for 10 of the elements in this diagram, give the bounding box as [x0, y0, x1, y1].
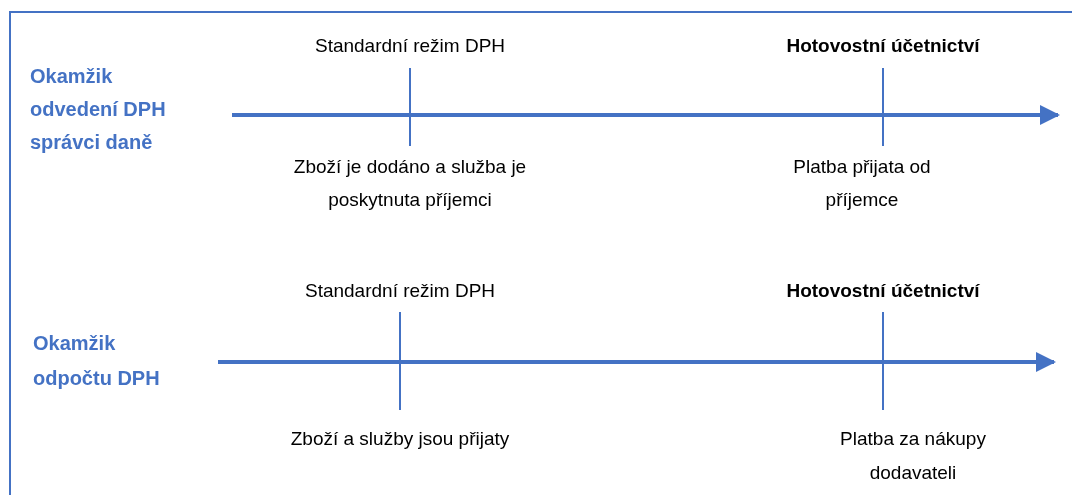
event-description: Zboží a služby jsou přijaty — [290, 427, 510, 451]
timeline-label: Standardní režim DPH — [303, 279, 497, 303]
row-heading: Okamžik odpočtu DPH — [33, 331, 161, 391]
row-heading: Okamžik odvedení DPH správci daně — [30, 64, 167, 155]
event-description: Zboží je dodáno a služba je poskytnuta příjemci — [292, 155, 528, 212]
event-description: Platba za nákupy dodavateli — [839, 427, 987, 485]
timeline-label: Hotovostní účetnictví — [785, 279, 981, 303]
timeline-label: Standardní režim DPH — [313, 34, 507, 58]
event-description: Platba přijata od příjemce — [792, 155, 932, 212]
timeline-label: Hotovostní účetnictví — [785, 34, 981, 58]
